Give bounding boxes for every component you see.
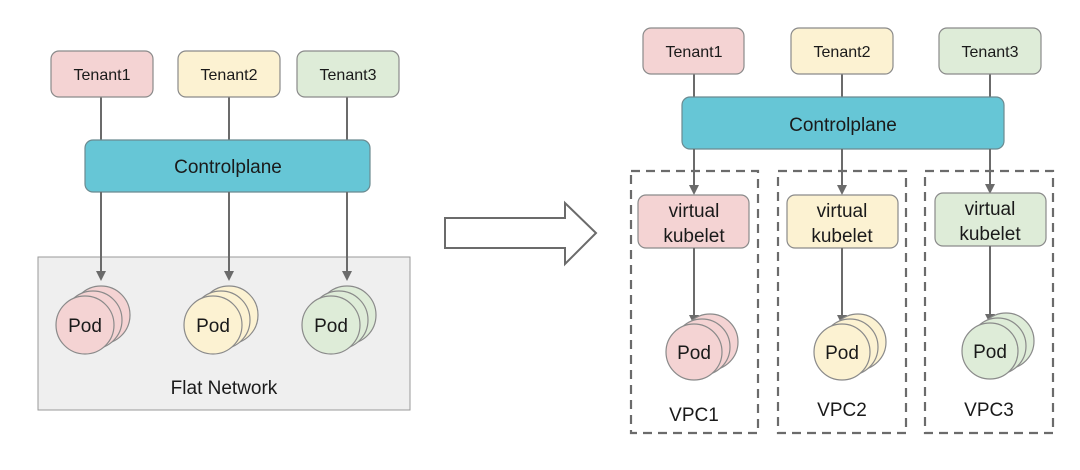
kubelet-label-line2: kubelet — [811, 226, 873, 247]
kubelet-label-line1: virtual — [669, 201, 720, 222]
controlplane-label: Controlplane — [174, 157, 282, 178]
tenant-box-2: Tenant2 — [177, 50, 281, 98]
tenant-box-3: Tenant3 — [296, 50, 400, 98]
right-diagram: Tenant1 Tenant2 Tenant3 Controlplane vir… — [629, 27, 1055, 435]
kubelet-label-line1: virtual — [817, 201, 868, 222]
virtual-kubelet-box-2: virtual kubelet — [786, 194, 899, 249]
tenant-box-1: Tenant1 — [50, 50, 154, 98]
tenant-label: Tenant2 — [201, 67, 258, 84]
controlplane-box: Controlplane — [681, 96, 1005, 150]
pod-label: Pod — [825, 343, 859, 364]
left-diagram: Flat Network Tenant1 Tenant2 Tenant3 Con… — [37, 50, 411, 411]
flat-network-label: Flat Network — [171, 378, 278, 399]
pod-label: Pod — [68, 316, 102, 337]
pod-stack-3: Pod — [301, 285, 377, 355]
pod-label: Pod — [196, 316, 230, 337]
vpc-label: VPC2 — [817, 400, 867, 421]
tenant-label: Tenant3 — [962, 44, 1019, 61]
kubelet-label-line2: kubelet — [663, 226, 725, 247]
pod-stack-1: Pod — [55, 285, 131, 355]
pod-stack-2: Pod — [813, 313, 887, 381]
tenant-label: Tenant1 — [74, 67, 131, 84]
kubelet-label-line1: virtual — [965, 199, 1016, 220]
pod-label: Pod — [314, 316, 348, 337]
vpc-label: VPC3 — [964, 400, 1014, 421]
virtual-kubelet-box-1: virtual kubelet — [637, 194, 750, 249]
controlplane-box: Controlplane — [84, 139, 371, 193]
pod-label: Pod — [677, 343, 711, 364]
tenant-box-3: Tenant3 — [938, 27, 1042, 75]
pod-stack-3: Pod — [961, 312, 1035, 380]
pod-label: Pod — [973, 342, 1007, 363]
tenant-label: Tenant3 — [320, 67, 377, 84]
kubelet-label-line2: kubelet — [959, 224, 1021, 245]
pod-stack-2: Pod — [183, 285, 259, 355]
right-arrow-icon — [444, 200, 598, 267]
virtual-kubelet-box-3: virtual kubelet — [934, 192, 1047, 247]
tenant-label: Tenant1 — [666, 44, 723, 61]
tenant-box-1: Tenant1 — [642, 27, 745, 75]
vpc-label: VPC1 — [669, 405, 719, 426]
tenant-box-2: Tenant2 — [790, 27, 894, 75]
tenant-label: Tenant2 — [814, 44, 871, 61]
pod-stack-1: Pod — [665, 313, 739, 381]
controlplane-label: Controlplane — [789, 115, 897, 136]
